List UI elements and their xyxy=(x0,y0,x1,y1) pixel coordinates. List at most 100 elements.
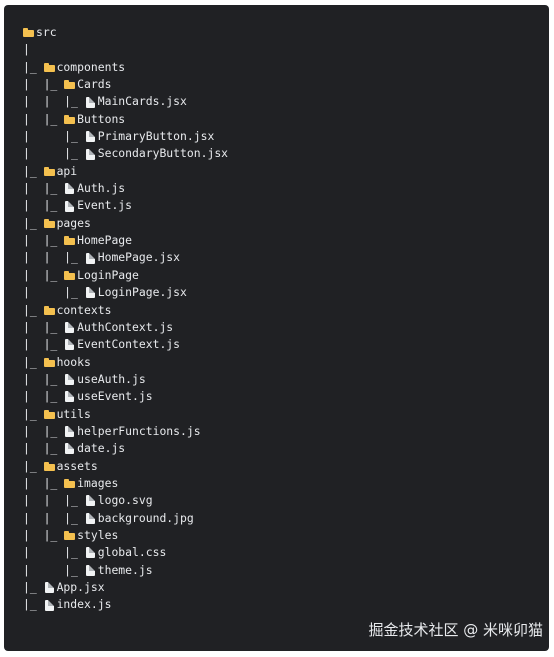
tree-row: | |_ Buttons xyxy=(23,111,228,128)
tree-branch-prefix: | |_ xyxy=(23,77,65,92)
tree-row: | |_ theme.js xyxy=(23,562,228,579)
tree-row: | |_ global.css xyxy=(23,544,228,561)
folder-name: api xyxy=(56,163,78,178)
folder-name: contexts xyxy=(56,302,112,317)
tree-row: |_ utils xyxy=(23,406,228,423)
tree-row: | |_ useEvent.js xyxy=(23,388,228,405)
tree-branch-prefix: | xyxy=(23,42,30,57)
tree-row: |_ api xyxy=(23,163,228,180)
folder-icon xyxy=(64,478,76,489)
tree-branch-prefix: | |_ xyxy=(23,233,65,248)
folder-icon xyxy=(43,357,55,368)
tree-branch-prefix: | |_ xyxy=(23,267,65,282)
tree-branch-prefix: | |_ xyxy=(23,181,65,196)
tree-branch-prefix: | |_ xyxy=(23,441,65,456)
folder-icon xyxy=(43,166,55,177)
folder-name: Buttons xyxy=(77,111,126,126)
tree-branch-prefix: | | |_ xyxy=(23,493,85,508)
tree-branch-prefix: | |_ xyxy=(23,146,85,161)
folder-name: Cards xyxy=(77,77,112,92)
file-name: global.css xyxy=(97,545,167,560)
folder-name: pages xyxy=(56,215,91,230)
file-name: HomePage.jsx xyxy=(97,250,181,265)
folder-icon xyxy=(64,235,76,246)
tree-row: | |_ useAuth.js xyxy=(23,371,228,388)
tree-branch-prefix: | |_ xyxy=(23,198,65,213)
tree-row: |_ contexts xyxy=(23,302,228,319)
file-icon xyxy=(64,391,75,403)
tree-row: | |_ PrimaryButton.jsx xyxy=(23,128,228,145)
tree-branch-prefix: | |_ xyxy=(23,475,65,490)
file-name: PrimaryButton.jsx xyxy=(97,129,215,144)
tree-row: | |_ SecondaryButton.jsx xyxy=(23,145,228,162)
folder-name: hooks xyxy=(56,354,91,369)
tree-row: |_ pages xyxy=(23,215,228,232)
file-tree: src||_ components| |_ Cards| | |_ MainCa… xyxy=(23,24,228,614)
tree-branch-prefix: | |_ xyxy=(23,389,65,404)
tree-row: | |_ Cards xyxy=(23,76,228,93)
file-icon xyxy=(85,148,96,160)
file-name: theme.js xyxy=(97,562,153,577)
file-icon xyxy=(85,495,96,507)
tree-branch-prefix: | |_ xyxy=(23,371,65,386)
tree-branch-prefix: | | |_ xyxy=(23,510,85,525)
tree-branch-prefix: | |_ xyxy=(23,562,85,577)
folder-name: src xyxy=(36,25,57,39)
tree-row: | |_ Event.js xyxy=(23,197,228,214)
file-icon xyxy=(44,582,55,594)
tree-branch-prefix: | |_ xyxy=(23,285,85,300)
file-name: useEvent.js xyxy=(77,389,153,404)
folder-icon xyxy=(43,409,55,420)
file-name: MainCards.jsx xyxy=(97,94,187,109)
file-icon xyxy=(64,339,75,351)
tree-row: | |_ styles xyxy=(23,527,228,544)
folder-name: assets xyxy=(56,458,98,473)
folder-icon xyxy=(43,62,55,73)
file-name: useAuth.js xyxy=(77,371,146,386)
tree-branch-prefix: | |_ xyxy=(23,319,65,334)
tree-row: | |_ Auth.js xyxy=(23,180,228,197)
file-icon xyxy=(85,547,96,559)
folder-icon xyxy=(64,79,76,90)
tree-branch-prefix: | |_ xyxy=(23,545,85,560)
tree-row: | | |_ background.jpg xyxy=(23,510,228,527)
tree-row: | |_ HomePage xyxy=(23,232,228,249)
tree-row: |_ hooks xyxy=(23,354,228,371)
watermark: 掘金技术社区 @ 米咪卯猫 xyxy=(368,621,543,639)
file-icon xyxy=(85,252,96,264)
file-name: Event.js xyxy=(77,198,133,213)
tree-branch-prefix: |_ xyxy=(23,215,44,230)
file-name: date.js xyxy=(77,441,126,456)
file-icon xyxy=(85,96,96,108)
tree-row: | | |_ logo.svg xyxy=(23,492,228,509)
folder-icon xyxy=(43,305,55,316)
file-icon xyxy=(44,599,55,611)
tree-branch-prefix: | |_ xyxy=(23,337,65,352)
tree-row: | |_ LoginPage xyxy=(23,267,228,284)
file-name: helperFunctions.js xyxy=(77,423,201,438)
tree-branch-prefix: |_ xyxy=(23,163,44,178)
tree-row: | | |_ MainCards.jsx xyxy=(23,93,228,110)
file-icon xyxy=(64,443,75,455)
folder-icon xyxy=(43,218,55,229)
file-icon xyxy=(85,131,96,143)
folder-name: utils xyxy=(56,406,91,421)
folder-name: styles xyxy=(77,527,119,542)
folder-icon xyxy=(64,270,76,281)
tree-row: |_ components xyxy=(23,59,228,76)
tree-row: | | |_ HomePage.jsx xyxy=(23,249,228,266)
file-icon xyxy=(85,287,96,299)
tree-branch-prefix: | | |_ xyxy=(23,94,85,109)
file-icon xyxy=(64,183,75,195)
file-name: AuthContext.js xyxy=(77,319,174,334)
file-icon xyxy=(64,322,75,334)
tree-row: | |_ EventContext.js xyxy=(23,336,228,353)
tree-branch-prefix: | |_ xyxy=(23,527,65,542)
file-icon xyxy=(64,200,75,212)
tree-row: | |_ images xyxy=(23,475,228,492)
file-name: index.js xyxy=(56,597,112,612)
file-icon xyxy=(85,512,96,524)
tree-row: |_ assets xyxy=(23,458,228,475)
tree-row: | |_ AuthContext.js xyxy=(23,319,228,336)
folder-icon xyxy=(64,114,76,125)
